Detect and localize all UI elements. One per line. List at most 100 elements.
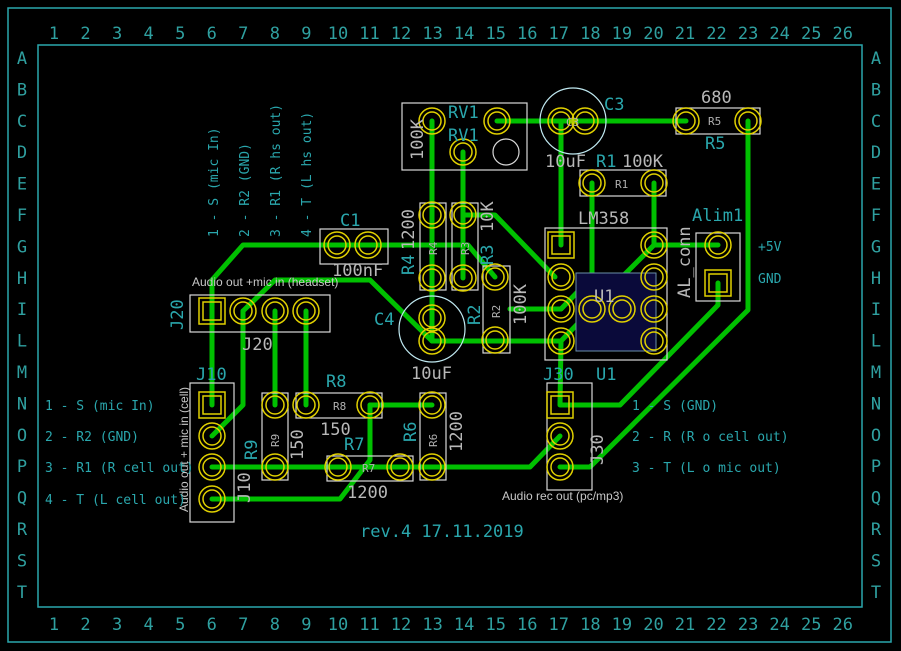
round-pad <box>324 453 352 481</box>
pad-ring <box>390 457 410 477</box>
square-pad <box>704 269 732 297</box>
round-pad <box>198 422 226 450</box>
round-pad <box>418 264 446 292</box>
grid-row-label: H <box>871 269 881 289</box>
grid-column-label: 1 <box>49 615 59 635</box>
pad-ring <box>582 173 602 193</box>
round-pad <box>292 297 320 325</box>
grid-column-label: 19 <box>612 24 632 44</box>
square-pad <box>546 391 574 419</box>
j20-outline <box>189 294 331 333</box>
grid-column-label: 22 <box>706 24 726 44</box>
r5-outline <box>675 107 761 135</box>
pad-ring <box>551 267 571 287</box>
j20-fab: J20 <box>242 335 273 355</box>
round-pad <box>418 327 446 355</box>
track <box>209 402 373 502</box>
alim1-pin1-label: +5V <box>758 240 782 255</box>
rv1-adjust-icon <box>492 138 520 166</box>
r3-fab: R3 <box>459 242 472 255</box>
pad-ring <box>644 267 664 287</box>
r2-value: 100K <box>511 283 531 325</box>
grid-column-label: 7 <box>238 615 248 635</box>
round-pad <box>261 297 289 325</box>
track <box>557 280 721 408</box>
round-pad <box>640 295 668 323</box>
grid-row-label: Q <box>871 489 881 509</box>
round-pad <box>578 169 606 197</box>
rv1-value: 100K <box>408 118 428 160</box>
grid-column-label: 16 <box>517 24 537 44</box>
round-pad <box>578 295 606 323</box>
r9-value: 150 <box>288 429 308 460</box>
rv1-outline <box>401 102 528 171</box>
r3-outline <box>451 202 479 291</box>
pad-ring <box>202 426 222 446</box>
round-pad <box>481 263 509 291</box>
revision-text: rev.4 17.11.2019 <box>360 522 524 542</box>
r1-value: 100K <box>622 152 664 172</box>
grid-row-label: N <box>871 394 881 414</box>
round-pad <box>672 107 700 135</box>
pad-ring <box>550 457 570 477</box>
grid-row-label: C <box>871 112 881 132</box>
pad-ring <box>233 301 253 321</box>
grid-column-label: 15 <box>485 24 505 44</box>
track <box>460 212 558 280</box>
grid-column-label: 11 <box>359 615 379 635</box>
grid-column-label: 10 <box>328 24 348 44</box>
j20-pin3-note: 3 - R1 (R hs out) <box>269 104 284 237</box>
r4-ref: R4 <box>399 255 419 275</box>
grid-column-label: 17 <box>549 615 569 635</box>
pad-ring <box>202 301 222 321</box>
pad-ring <box>422 395 442 415</box>
c1-ref: C1 <box>340 211 360 231</box>
j30-pin2-note: 2 - R (R o cell out) <box>632 430 789 445</box>
pad-ring <box>551 299 571 319</box>
rv1-ref: RV1 <box>448 103 479 123</box>
r3-ref: R3 <box>478 245 498 265</box>
outer-frame <box>7 7 892 643</box>
pad-ring <box>360 395 380 415</box>
grid-column-label: 10 <box>328 615 348 635</box>
grid-row-label: R <box>17 520 28 540</box>
grid-row-label: P <box>17 457 27 477</box>
c3-outline <box>539 87 607 155</box>
grid-column-label: 22 <box>706 615 726 635</box>
j20-label: Audio out +mic in (headset) <box>192 275 338 289</box>
pad-ring <box>358 235 378 255</box>
grid-column-label: 14 <box>454 615 474 635</box>
grid-row-label: G <box>871 237 881 257</box>
round-pad <box>354 231 382 259</box>
pad-ring <box>551 111 571 131</box>
r6-fab: R6 <box>427 434 440 447</box>
pad-ring <box>644 331 664 351</box>
c1-value: 100nF <box>332 261 383 281</box>
grid-column-label: 14 <box>454 24 474 44</box>
square-pad <box>198 391 226 419</box>
pad-ring <box>265 301 285 321</box>
grid-column-label: 18 <box>580 615 600 635</box>
j30-pin1-note: 1 - S (GND) <box>632 399 718 414</box>
pad-ring <box>575 111 595 131</box>
j10-label: Audio out + mic in (cell) <box>177 387 191 512</box>
j10-pin4-note: 4 - T (L cell out) <box>45 493 186 508</box>
pad-ring <box>644 235 664 255</box>
j20-pin1-note: 1 - S (mic In) <box>207 127 222 237</box>
c3-ref: C3 <box>604 95 624 115</box>
pad-ring <box>422 268 442 288</box>
grid-row-label: C <box>17 112 27 132</box>
pad-ring <box>422 457 442 477</box>
r2-fab: R2 <box>490 305 503 318</box>
grid-row-label: R <box>871 520 882 540</box>
round-pad <box>640 327 668 355</box>
grid-row-label: B <box>17 80 27 100</box>
c1-outline <box>319 228 389 265</box>
pad-ring <box>708 235 728 255</box>
grid-row-label: A <box>17 49 27 69</box>
j10-pin1-note: 1 - S (mic In) <box>45 399 155 414</box>
round-pad <box>449 201 477 229</box>
grid-column-label: 1 <box>49 24 59 44</box>
pad-ring <box>612 299 632 319</box>
